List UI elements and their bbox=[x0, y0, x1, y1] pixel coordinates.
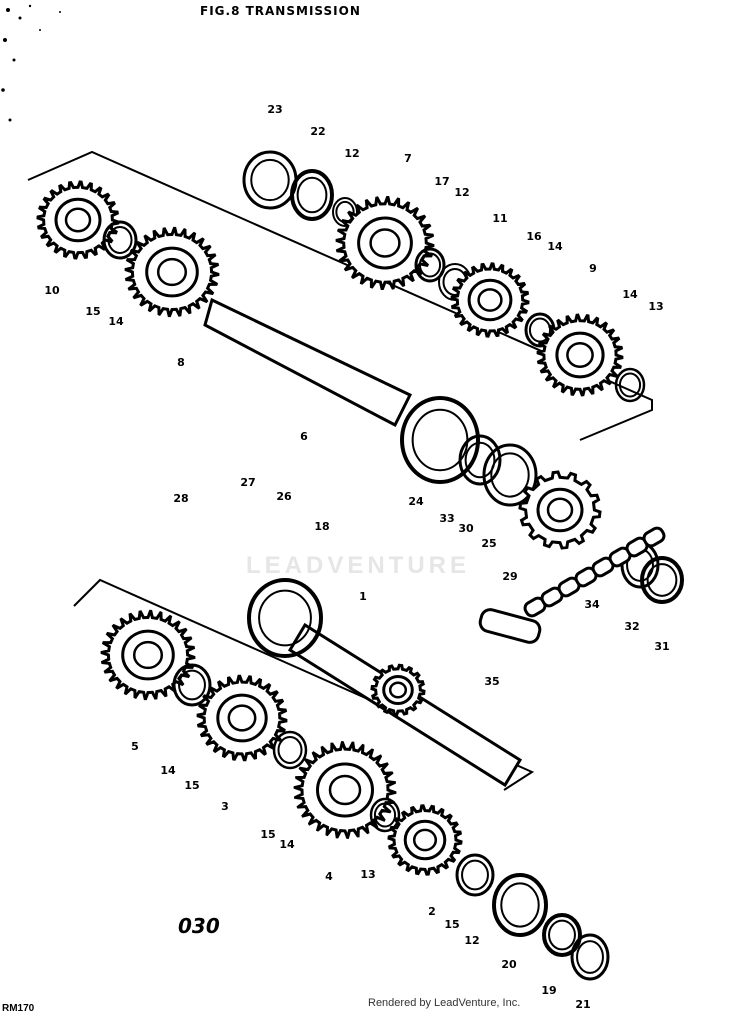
callout-11: 11 bbox=[492, 212, 507, 225]
callout-25: 25 bbox=[481, 537, 496, 550]
callout-20: 20 bbox=[501, 958, 517, 971]
callout-4: 4 bbox=[325, 870, 333, 883]
washer-17 bbox=[414, 247, 446, 283]
callout-14: 14 bbox=[160, 764, 176, 777]
gear-8 bbox=[124, 226, 220, 318]
callout-30: 30 bbox=[458, 522, 474, 535]
circlip-13 bbox=[369, 797, 401, 833]
joint-link-35 bbox=[478, 608, 542, 644]
nut-31 bbox=[640, 556, 684, 604]
callout-34: 34 bbox=[584, 598, 600, 611]
gear-5 bbox=[100, 609, 196, 701]
bearing-18 bbox=[247, 578, 323, 658]
callout-2: 2 bbox=[428, 905, 436, 918]
group-outline-countershaft bbox=[27, 150, 653, 441]
gear-3 bbox=[196, 674, 288, 762]
gear-4 bbox=[293, 741, 397, 839]
watermark-text: LEADVENTURE bbox=[246, 552, 471, 579]
drive-chain-34 bbox=[523, 526, 666, 618]
washer-15 bbox=[102, 220, 138, 260]
needle-bearing-22 bbox=[290, 169, 334, 221]
washer-12 bbox=[455, 853, 495, 897]
callout-3: 3 bbox=[221, 800, 229, 813]
callout-31: 31 bbox=[654, 640, 669, 653]
callout-9: 9 bbox=[589, 262, 597, 275]
callout-16: 16 bbox=[526, 230, 542, 243]
callout-28: 28 bbox=[173, 492, 188, 505]
callout-24: 24 bbox=[408, 495, 424, 508]
figure-title: FIG.8 TRANSMISSION bbox=[200, 4, 361, 18]
callout-23: 23 bbox=[267, 103, 282, 116]
callout-15: 15 bbox=[260, 828, 275, 841]
gear-1-teeth bbox=[370, 663, 426, 717]
gear-9 bbox=[536, 313, 624, 397]
callout-15: 15 bbox=[85, 305, 100, 318]
bushing-20 bbox=[492, 873, 548, 937]
callout-33: 33 bbox=[439, 512, 454, 525]
callout-32: 32 bbox=[624, 620, 639, 633]
callout-14: 14 bbox=[108, 315, 124, 328]
callout-12: 12 bbox=[454, 186, 469, 199]
callout-5: 5 bbox=[131, 740, 139, 753]
gear-10 bbox=[36, 180, 120, 260]
callout-13: 13 bbox=[360, 868, 375, 881]
washer-14 bbox=[614, 367, 646, 403]
sprocket-29 bbox=[518, 470, 602, 550]
callout-15: 15 bbox=[184, 779, 199, 792]
circlip-15 bbox=[272, 730, 308, 770]
callout-12: 12 bbox=[464, 934, 479, 947]
callout-19: 19 bbox=[541, 984, 556, 997]
gear-11 bbox=[450, 262, 530, 338]
callout-14: 14 bbox=[547, 240, 563, 253]
bearing-23 bbox=[242, 150, 298, 210]
render-credit: Rendered by LeadVenture, Inc. bbox=[368, 997, 521, 1009]
callout-15: 15 bbox=[444, 918, 459, 931]
drive-shaft-part-6 bbox=[203, 297, 413, 428]
gear-2 bbox=[387, 804, 463, 876]
callout-21: 21 bbox=[575, 998, 590, 1011]
callout-6: 6 bbox=[300, 430, 308, 443]
callout-8: 8 bbox=[177, 356, 185, 369]
callout-14: 14 bbox=[622, 288, 638, 301]
callout-22: 22 bbox=[310, 125, 325, 138]
washer-21 bbox=[570, 933, 610, 981]
needle-bearing-19 bbox=[542, 913, 582, 957]
callout-12: 12 bbox=[344, 147, 359, 160]
page-number: 030 bbox=[178, 914, 220, 938]
callout-1: 1 bbox=[359, 590, 367, 603]
washer-14b bbox=[172, 663, 212, 707]
callout-18: 18 bbox=[314, 520, 329, 533]
callout-35: 35 bbox=[484, 675, 499, 688]
callout-10: 10 bbox=[44, 284, 60, 297]
callout-17: 17 bbox=[434, 175, 449, 188]
spacer-25 bbox=[482, 443, 538, 507]
catalog-code: RM170 bbox=[2, 1003, 35, 1014]
callout-29: 29 bbox=[502, 570, 517, 583]
callout-7: 7 bbox=[404, 152, 412, 165]
scan-speckle bbox=[1, 4, 61, 122]
gear-7 bbox=[335, 196, 435, 290]
oil-seal-30 bbox=[458, 434, 502, 486]
callout-26: 26 bbox=[276, 490, 292, 503]
group-outline-mainshaft bbox=[73, 578, 535, 791]
callout-13: 13 bbox=[648, 300, 663, 313]
callout-27: 27 bbox=[240, 476, 255, 489]
bearing-24 bbox=[400, 396, 480, 484]
callout-14: 14 bbox=[279, 838, 295, 851]
